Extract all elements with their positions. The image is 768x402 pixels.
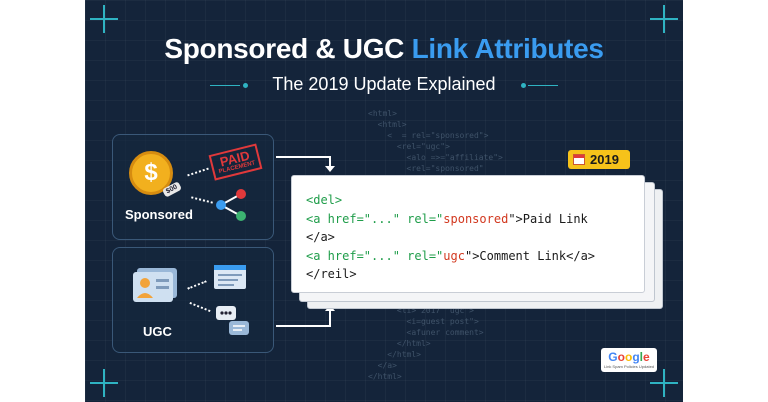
subtitle-row: The 2019 Update Explained xyxy=(85,74,683,98)
connector-dotted-bottom xyxy=(191,196,213,204)
subtitle-dot-left xyxy=(243,83,248,88)
code-anchor-ugc-open: <a href="..." rel=" xyxy=(306,248,444,263)
share-icon-graphic xyxy=(216,189,246,221)
arrow-sponsored-vertical xyxy=(329,156,331,168)
code-reil-close: </reil> xyxy=(306,267,357,281)
code-rel-ugc-value: ugc xyxy=(443,248,465,263)
code-anchor-sponsored-open: <a href="..." rel=" xyxy=(306,211,444,226)
arrow-ugc-vertical xyxy=(329,310,331,327)
user-profile-card-icon xyxy=(131,266,181,306)
corner-crosshair-top-left xyxy=(90,5,118,33)
code-del-open: <del> xyxy=(306,193,343,207)
code-rel-sponsored-value: sponsored xyxy=(443,211,509,226)
background-code-bottom: <li> 2017 "ugc"> <i=guest post"> <afuner… xyxy=(368,306,484,381)
code-line-4: <a href="..." rel="ugc">Comment Link</a> xyxy=(306,247,630,266)
year-badge-text: 2019 xyxy=(590,152,619,167)
arrow-ugc-horizontal xyxy=(276,325,330,327)
connector-dotted-top xyxy=(187,167,209,177)
subtitle-line-right xyxy=(528,85,558,86)
corner-crosshair-bottom-right xyxy=(650,369,678,397)
calendar-icon xyxy=(573,154,585,165)
paid-placement-stamp-icon: PAID PLACEMENT xyxy=(208,143,263,181)
code-paid-link-text: ">Paid Link xyxy=(508,211,588,226)
chat-bubbles-icon xyxy=(215,304,251,338)
title-main: Sponsored & UGC xyxy=(164,33,405,64)
share-icon xyxy=(213,189,249,221)
arrow-sponsored-horizontal xyxy=(276,156,330,158)
background-code-top: <html> <html> < = rel="sponsored"> <rel=… xyxy=(368,109,503,173)
corner-crosshair-bottom-left xyxy=(90,369,118,397)
code-anchor-close: </a> xyxy=(306,230,335,244)
code-line-5: </reil> xyxy=(306,265,630,284)
ugc-connector-dotted-top xyxy=(187,280,207,290)
subtitle-dot-right xyxy=(521,83,526,88)
dollar-coin-icon: $ xyxy=(129,151,173,195)
ugc-label: UGC xyxy=(143,324,172,339)
chat-bubbles-graphic xyxy=(216,306,249,335)
code-line-3: </a> xyxy=(306,228,630,247)
google-policy-badge: Google Link Spam Policies Updated xyxy=(601,348,657,372)
google-logo: Google xyxy=(608,350,650,364)
corner-crosshair-top-right xyxy=(650,5,678,33)
page-subtitle: The 2019 Update Explained xyxy=(272,74,496,94)
year-badge: 2019 xyxy=(568,150,630,169)
sponsored-panel: $ $00 PAID PLACEMENT Sponsored xyxy=(112,134,274,240)
title-accent: Link Attributes xyxy=(411,33,604,64)
sponsored-label: Sponsored xyxy=(125,207,193,222)
comment-window-icon xyxy=(213,264,247,292)
code-snippet: <del> <a href="..." rel="sponsored">Paid… xyxy=(291,175,645,293)
subtitle-line-left xyxy=(210,85,240,86)
code-line-2: <a href="..." rel="sponsored">Paid Link xyxy=(306,210,630,229)
user-card-graphic xyxy=(133,268,177,302)
code-comment-link-text: ">Comment Link</a> xyxy=(464,248,596,263)
page-title: Sponsored & UGC Link Attributes xyxy=(85,33,683,65)
comment-window-graphic xyxy=(214,265,246,289)
code-line-1: <del> xyxy=(306,191,630,210)
ugc-connector-dotted-bottom xyxy=(189,301,211,313)
ugc-panel: UGC xyxy=(112,247,274,353)
arrow-sponsored-head-icon xyxy=(325,166,335,172)
google-badge-caption: Link Spam Policies Updated xyxy=(603,364,655,369)
